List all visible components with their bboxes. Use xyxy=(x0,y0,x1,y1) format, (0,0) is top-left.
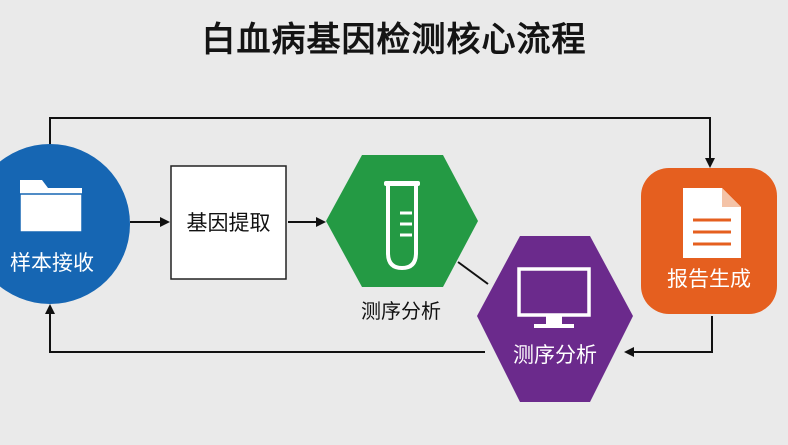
sample-node: 样本接收 xyxy=(0,144,130,304)
test-tube-icon xyxy=(384,181,420,271)
extract-label: 基因提取 xyxy=(187,211,271,235)
analysis-label-green: 测序分析 xyxy=(361,299,441,323)
extract-node: 基因提取 xyxy=(170,165,287,280)
monitor-icon xyxy=(517,267,591,328)
analysis-label-purple: 测序分析 xyxy=(513,343,597,367)
analysis-connector-line xyxy=(457,261,489,285)
top-return-arrow xyxy=(49,117,715,168)
analysis-node-purple: 测序分析 xyxy=(477,236,633,402)
folder-icon xyxy=(19,180,83,233)
diagram-title: 白血病基因检测核心流程 xyxy=(201,20,587,60)
analysis-node-green xyxy=(326,155,478,287)
report-node: 报告生成 xyxy=(641,168,777,314)
report-to-analysis-arrow xyxy=(624,316,713,357)
sample-label: 样本接收 xyxy=(10,251,94,275)
bottom-return-arrow xyxy=(45,304,485,353)
document-icon xyxy=(683,188,741,258)
report-label: 报告生成 xyxy=(667,267,751,291)
